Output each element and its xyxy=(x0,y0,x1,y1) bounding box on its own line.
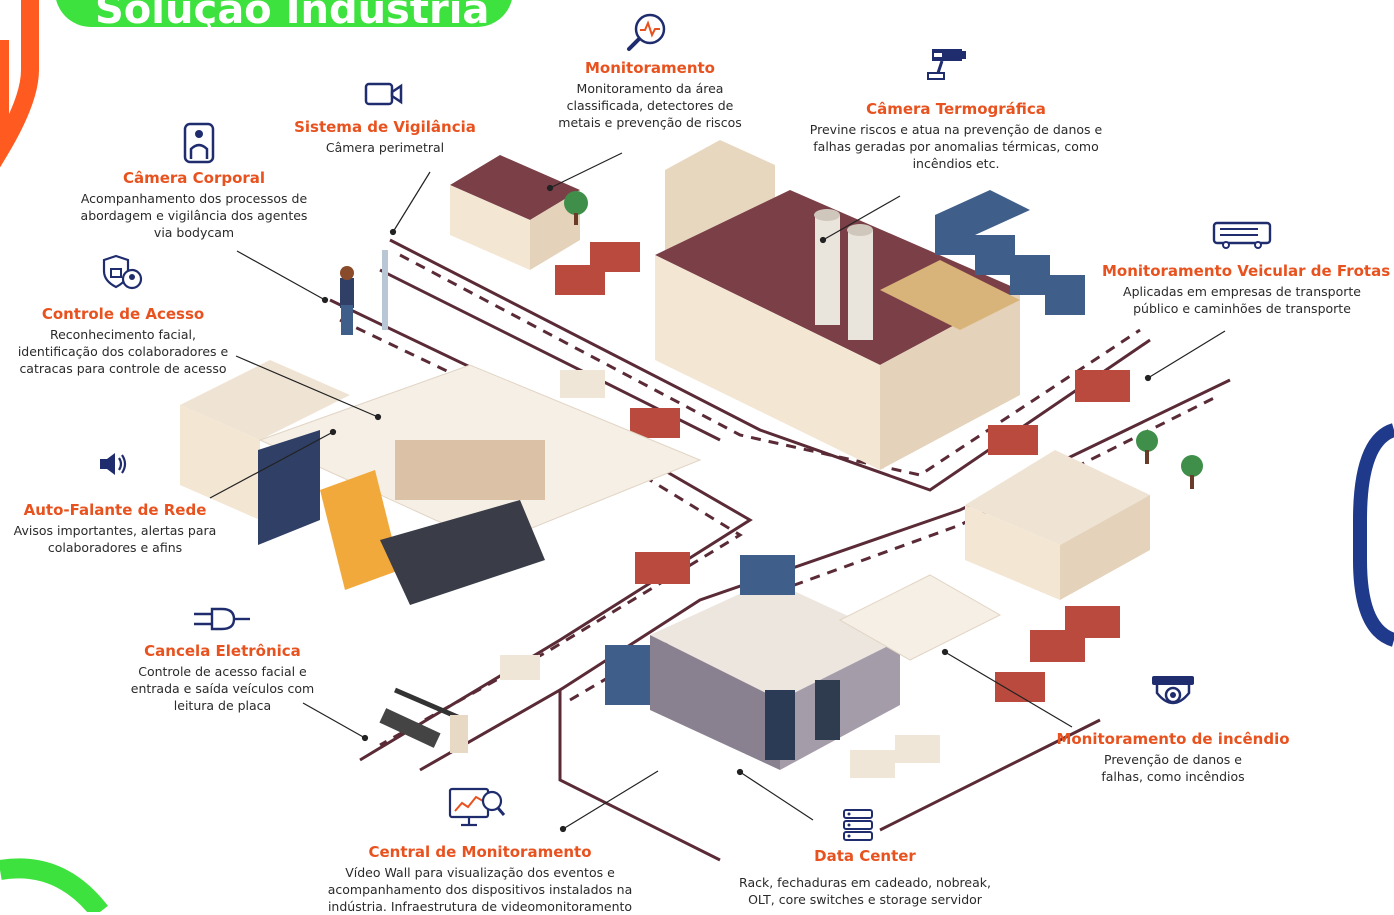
label-cancela-eletronica: Cancela Eletrônica Controle de acesso fa… xyxy=(125,642,320,714)
hero-title-banner: Solução Indústria xyxy=(55,0,513,33)
label-description: Câmera perimetral xyxy=(325,140,445,155)
label-monitoramento-frotas: Monitoramento Veicular de Frotas Aplicad… xyxy=(1102,262,1391,317)
label-camera-termografica: Câmera Termográfica Previne riscos e atu… xyxy=(798,100,1114,172)
label-monitoramento: Monitoramento Monitoramento da área clas… xyxy=(545,59,755,131)
left-warehouse xyxy=(180,360,702,605)
label-auto-falante: Auto-Falante de Rede Avisos importantes,… xyxy=(2,501,228,556)
label-title: Câmera Termográfica xyxy=(866,100,1046,118)
label-description: Controle de acesso facial e entrada e sa… xyxy=(130,664,315,713)
navy-arc-decoration xyxy=(1353,423,1394,647)
electronic-barrier xyxy=(379,687,468,753)
analytics-monitor-icon xyxy=(448,787,506,827)
thermal-camera-icon xyxy=(927,49,966,80)
right-warehouse xyxy=(838,450,1150,661)
security-guard xyxy=(340,250,388,335)
label-title: Auto-Falante de Rede xyxy=(23,501,207,519)
label-data-center: Data Center Rack, fechaduras em cadeado,… xyxy=(724,847,1006,908)
label-title: Câmera Corporal xyxy=(122,169,266,187)
label-title: Controle de Acesso xyxy=(41,305,205,323)
label-description: Reconhecimento facial, identificação dos… xyxy=(17,327,229,376)
container-stacks xyxy=(935,190,1085,315)
label-monitoramento-incendio: Monitoramento de incêndio Prevenção de d… xyxy=(1052,730,1294,785)
label-description: Vídeo Wall para visualização dos eventos… xyxy=(327,865,633,914)
label-title: Central de Monitoramento xyxy=(368,843,592,861)
label-title: Monitoramento de incêndio xyxy=(1056,730,1290,748)
server-rack-icon xyxy=(843,809,873,841)
label-description: Aplicadas em empresas de transporte públ… xyxy=(1123,284,1361,316)
dome-camera-icon xyxy=(1152,676,1194,705)
bus-icon xyxy=(1212,221,1272,249)
label-description: Rack, fechaduras em cadeado, nobreak, OL… xyxy=(739,875,991,907)
label-title: Data Center xyxy=(814,847,916,865)
video-camera-icon xyxy=(364,82,403,106)
barrier-plug-icon xyxy=(194,607,250,631)
factory-building xyxy=(655,140,1020,470)
label-description: Prevenção de danos e falhas, como incênd… xyxy=(1101,752,1245,784)
label-title: Cancela Eletrônica xyxy=(144,642,301,660)
label-central-monitoramento: Central de Monitoramento Vídeo Wall para… xyxy=(310,843,650,915)
trucks xyxy=(555,242,1130,702)
label-controle-acesso: Controle de Acesso Reconhecimento facial… xyxy=(12,305,234,377)
white-vans xyxy=(500,370,940,778)
page-title: Solução Indústria xyxy=(95,0,490,33)
label-description: Acompanhamento dos processos de abordage… xyxy=(80,191,308,240)
label-camera-corporal: Câmera Corporal Acompanhamento dos proce… xyxy=(80,169,308,241)
bodycam-icon xyxy=(183,122,215,164)
small-office-building xyxy=(450,155,580,270)
speaker-icon xyxy=(100,453,127,475)
label-title: Monitoramento xyxy=(584,59,715,77)
trees xyxy=(564,191,1203,489)
label-description: Avisos importantes, alertas para colabor… xyxy=(13,523,217,555)
magnifier-pulse-icon xyxy=(627,13,666,51)
access-control-icon xyxy=(102,254,143,290)
label-description: Previne riscos e atua na prevenção de da… xyxy=(809,122,1103,171)
label-title: Sistema de Vigilância xyxy=(294,118,476,136)
data-center-building xyxy=(605,555,900,770)
label-sistema-vigilancia: Sistema de Vigilância Câmera perimetral xyxy=(290,118,480,156)
label-description: Monitoramento da área classificada, dete… xyxy=(558,81,742,130)
label-title: Monitoramento Veicular de Frotas xyxy=(1102,262,1391,280)
green-arc-decoration xyxy=(0,858,108,912)
orange-arc-decoration xyxy=(0,0,39,168)
leader-lines xyxy=(209,152,1226,833)
